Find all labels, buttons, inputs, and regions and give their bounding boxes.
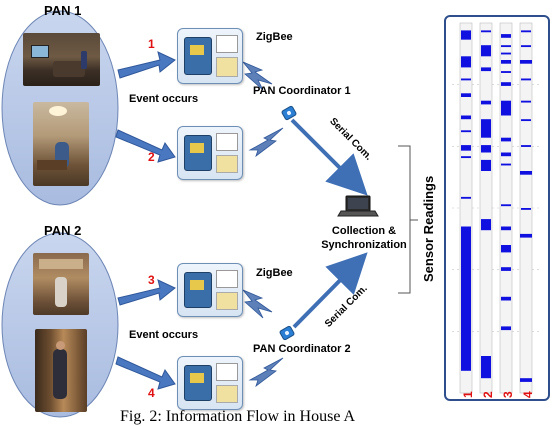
sensor-event-mark <box>521 208 531 210</box>
sensor-event-mark <box>521 45 531 48</box>
readings-bracket <box>398 145 411 294</box>
track-label-4: 4 <box>521 391 535 398</box>
sensor-event-mark <box>481 119 491 138</box>
sensor-event-mark <box>461 145 471 151</box>
sensor-tracks <box>452 22 542 394</box>
pan2-ellipse <box>1 232 119 418</box>
sensor-event-mark <box>501 60 511 64</box>
sensor-event-mark <box>520 233 532 238</box>
sensor-node-3 <box>177 263 243 317</box>
collector-label-line2: Synchronization <box>321 239 407 251</box>
sensor-event-mark <box>481 159 491 171</box>
sensor-number-2: 2 <box>148 150 155 164</box>
event-arrow-4 <box>115 356 176 390</box>
sensor-event-mark <box>481 100 491 105</box>
sensor-event-mark <box>461 156 471 159</box>
sensor-event-mark <box>461 115 471 120</box>
sensor-event-mark <box>481 45 491 57</box>
sensor-track-3 <box>499 22 513 394</box>
zigbee-bolt-4 <box>248 357 284 388</box>
sensor-event-mark <box>501 137 511 142</box>
collector-label: Collection & Synchronization <box>320 224 408 252</box>
sensor-event-mark <box>520 60 532 64</box>
sensor-event-mark <box>481 67 491 72</box>
sensor-event-mark <box>501 245 511 253</box>
sensor-event-mark <box>481 145 491 153</box>
event-arrow-3 <box>117 279 176 306</box>
sensor-event-mark <box>521 119 531 122</box>
sensor-number-4: 4 <box>148 386 155 400</box>
sensor-event-mark <box>501 52 511 55</box>
sensor-node-1 <box>177 28 243 84</box>
sensor-event-mark <box>520 171 532 175</box>
sensor-event-mark <box>501 267 511 271</box>
sensor-event-mark <box>461 78 471 81</box>
sensor-event-mark <box>521 145 531 147</box>
sensor-event-mark <box>501 71 511 73</box>
sensor-event-mark <box>521 100 531 103</box>
sensor-event-mark <box>461 196 471 199</box>
coordinator-2-device <box>279 325 295 341</box>
laptop-icon <box>337 195 379 217</box>
zigbee-label-1: ZigBee <box>256 31 293 43</box>
sensor-event-mark <box>461 93 471 97</box>
sensor-number-1: 1 <box>148 37 155 51</box>
sensor-readings-panel <box>444 15 550 401</box>
sensor-event-mark <box>501 152 511 157</box>
sensor-event-mark <box>461 226 471 371</box>
serial-link-2 <box>292 252 368 329</box>
room-photo-doorway <box>35 329 87 412</box>
sensor-event-mark <box>501 100 511 116</box>
track-label-2: 2 <box>481 391 495 398</box>
event-arrow-2 <box>115 129 176 163</box>
sensor-event-mark <box>501 45 511 48</box>
sensor-event-mark <box>481 219 491 231</box>
zigbee-bolt-2 <box>248 127 284 158</box>
event-arrow-1 <box>117 51 176 79</box>
sensor-event-mark <box>501 226 511 231</box>
pan2-label: PAN 2 <box>44 223 82 238</box>
sensor-event-mark <box>521 30 531 33</box>
sensor-event-mark <box>521 78 531 81</box>
figure-caption: Fig. 2: Information Flow in House A <box>120 408 356 425</box>
sensor-track-2 <box>479 22 493 394</box>
pan1-label: PAN 1 <box>44 3 82 18</box>
track-label-1: 1 <box>461 391 475 398</box>
track-label-3: 3 <box>501 391 515 398</box>
room-photo-desk <box>33 102 89 186</box>
sensor-event-mark <box>461 56 471 68</box>
sensor-node-2 <box>177 126 243 180</box>
sensor-node-4 <box>177 356 243 410</box>
sensor-event-mark <box>501 296 511 301</box>
room-photo-kitchen <box>33 253 89 315</box>
coordinator-1-label: PAN Coordinator 1 <box>253 85 351 97</box>
sensor-event-mark <box>461 130 471 133</box>
zigbee-bolt-1 <box>242 61 273 91</box>
zigbee-label-2: ZigBee <box>256 267 293 279</box>
sensor-event-mark <box>481 356 491 379</box>
sensor-event-mark <box>501 163 511 166</box>
sensor-event-mark <box>520 378 532 382</box>
sensor-event-mark <box>501 204 511 207</box>
sensor-event-mark <box>501 34 511 38</box>
serial-link-1 <box>290 118 368 196</box>
zigbee-bolt-3 <box>242 289 273 319</box>
collector-label-line1: Collection & <box>331 225 397 237</box>
sensor-readings-title: Sensor Readings <box>421 175 436 282</box>
sensor-event-mark <box>501 326 511 331</box>
sensor-event-mark <box>461 30 471 40</box>
sensor-number-3: 3 <box>148 273 155 287</box>
coordinator-1-device <box>281 105 297 121</box>
sensor-event-mark <box>481 30 491 33</box>
event-label-1: Event occurs <box>129 93 199 105</box>
sensor-event-mark <box>501 82 511 86</box>
event-label-2: Event occurs <box>129 329 199 341</box>
coordinator-2-label: PAN Coordinator 2 <box>253 343 351 355</box>
room-photo-living <box>23 33 100 86</box>
